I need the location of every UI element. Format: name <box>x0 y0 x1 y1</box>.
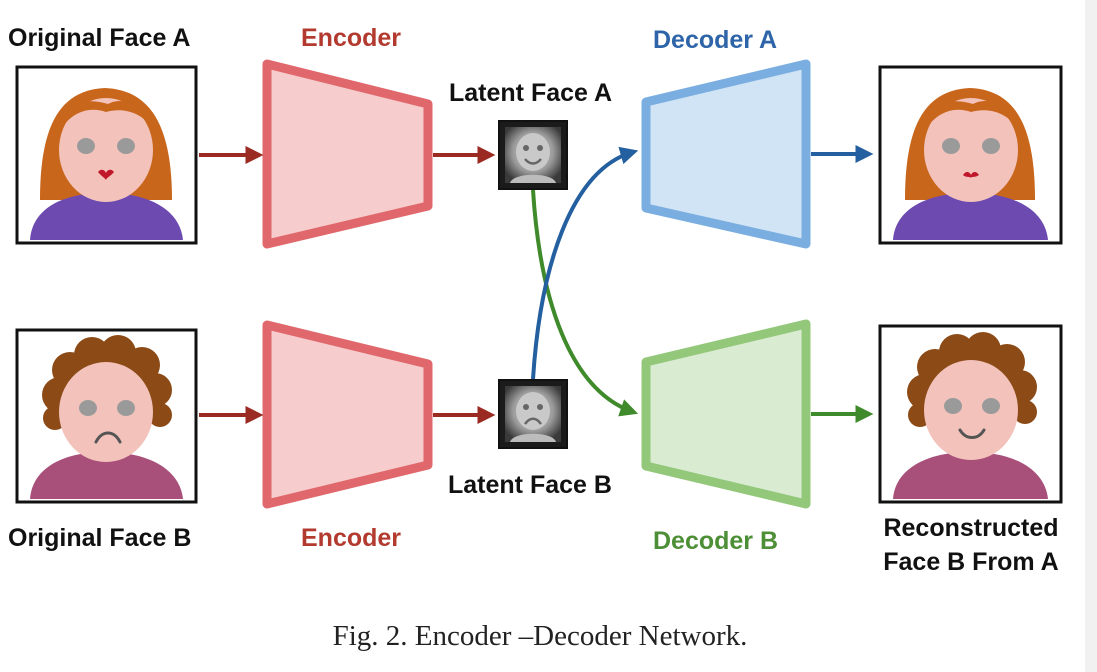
label-decoder-b: Decoder B <box>653 527 779 555</box>
label-reconstructed-line1: Reconstructed <box>883 514 1059 542</box>
original-face-b-image <box>15 328 198 504</box>
label-encoder-top: Encoder <box>301 24 402 52</box>
label-original-face-a: Original Face A <box>8 24 191 52</box>
latent-face-b-image <box>498 379 568 449</box>
decoder-a-trapezoid <box>641 59 811 249</box>
label-original-face-b: Original Face B <box>8 524 192 552</box>
encoder-bottom-trapezoid <box>262 320 433 509</box>
label-encoder-bottom: Encoder <box>301 524 402 552</box>
label-decoder-a: Decoder A <box>653 26 778 54</box>
page-edge-shade <box>1085 0 1097 672</box>
label-reconstructed-line2: Face B From A <box>883 548 1059 576</box>
label-latent-face-a: Latent Face A <box>449 79 613 107</box>
decoder-b-trapezoid <box>641 319 811 509</box>
encoder-top-trapezoid <box>262 59 433 249</box>
original-face-a-image <box>15 65 198 245</box>
label-latent-face-b: Latent Face B <box>448 471 612 499</box>
latent-face-a-image <box>498 120 568 190</box>
arrow-latent-a-to-decoder-b <box>531 189 639 417</box>
output-face-a-image <box>878 65 1063 245</box>
figure-caption: Fig. 2. Encoder –Decoder Network. <box>332 620 748 652</box>
arrow-latent-b-to-decoder-a <box>531 146 639 380</box>
output-face-b-image <box>878 324 1063 504</box>
